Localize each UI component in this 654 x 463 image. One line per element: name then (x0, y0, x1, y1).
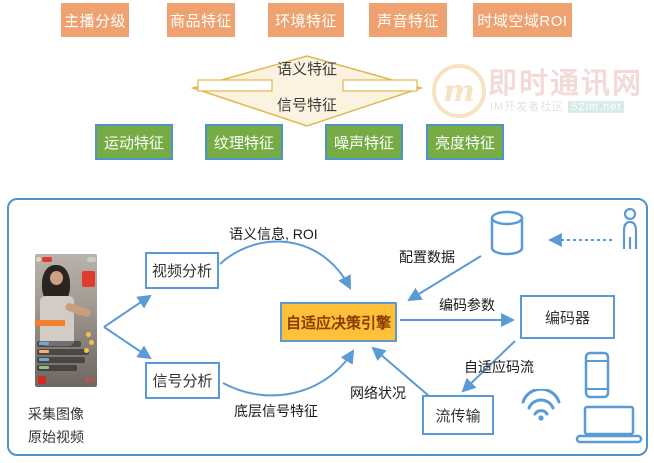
caption-capture-image: 采集图像 (28, 406, 84, 422)
feature-box-environment: 环境特征 (268, 3, 344, 37)
watermark-logo-icon: m (432, 64, 486, 118)
stream-topbar (36, 256, 96, 262)
hearts-icon: ♥♥ (85, 376, 96, 385)
live-stream-screenshot: ♥♥ (35, 254, 97, 387)
close-badge (87, 256, 96, 262)
gift-emoji-icon (86, 332, 91, 337)
chat-line (37, 357, 85, 363)
smartphone-icon (584, 351, 610, 399)
pipeline-panel: ♥♥ 采集图像 原始视频 视频分析 信号分析 自适应决策引擎 编码器 流传输 语… (7, 198, 648, 456)
label-low-level-signal: 底层信号特征 (234, 403, 318, 419)
watermark-title: 即时通讯网 (488, 68, 644, 100)
label-adaptive-bitrate: 自适应码流 (464, 359, 534, 375)
coupon-badge (82, 271, 95, 287)
chat-line (37, 349, 89, 355)
node-decision-engine: 自适应决策引擎 (280, 302, 397, 342)
node-signal-analysis: 信号分析 (145, 362, 220, 399)
wifi-icon (521, 389, 561, 421)
semantic-signal-diamond (190, 55, 424, 127)
caption-original-video: 原始视频 (28, 429, 84, 445)
streamer-avatar (36, 256, 41, 262)
feature-box-spatiotemporal-roi: 时域空域ROI (473, 3, 572, 37)
feature-box-product: 商品特征 (167, 3, 235, 37)
node-stream-transport: 流传输 (422, 395, 494, 435)
watermark-community: IM开发者社区 (490, 101, 565, 113)
diamond-top-label: 语义特征 (276, 61, 337, 78)
gift-box-icon (38, 376, 46, 384)
feature-box-brightness: 亮度特征 (426, 124, 504, 160)
feature-box-texture: 纹理特征 (205, 124, 283, 160)
laptop-icon (575, 405, 643, 444)
node-video-analysis: 视频分析 (145, 252, 219, 289)
follow-badge (42, 256, 52, 262)
person-icon (622, 207, 638, 249)
label-network-status: 网络状况 (350, 385, 406, 401)
watermark-site: 52im.net (568, 101, 625, 113)
feature-box-anchor-grading: 主播分级 (61, 3, 129, 37)
database-icon (490, 210, 524, 256)
diamond-bottom-label: 信号特征 (276, 97, 337, 114)
gift-emoji-icon (89, 340, 94, 345)
label-encode-params: 编码参数 (439, 297, 495, 313)
label-semantic-info: 语义信息, ROI (229, 226, 318, 242)
stream-banner (35, 320, 65, 326)
gift-emoji-icon (84, 348, 89, 353)
label-config-data: 配置数据 (399, 249, 455, 265)
feature-box-sound: 声音特征 (369, 3, 447, 37)
chat-line (37, 341, 81, 347)
streamer-face (50, 271, 63, 285)
feature-box-motion: 运动特征 (95, 124, 173, 160)
chat-line (37, 365, 77, 371)
node-encoder: 编码器 (520, 295, 615, 339)
feature-box-noise: 噪声特征 (325, 124, 403, 160)
